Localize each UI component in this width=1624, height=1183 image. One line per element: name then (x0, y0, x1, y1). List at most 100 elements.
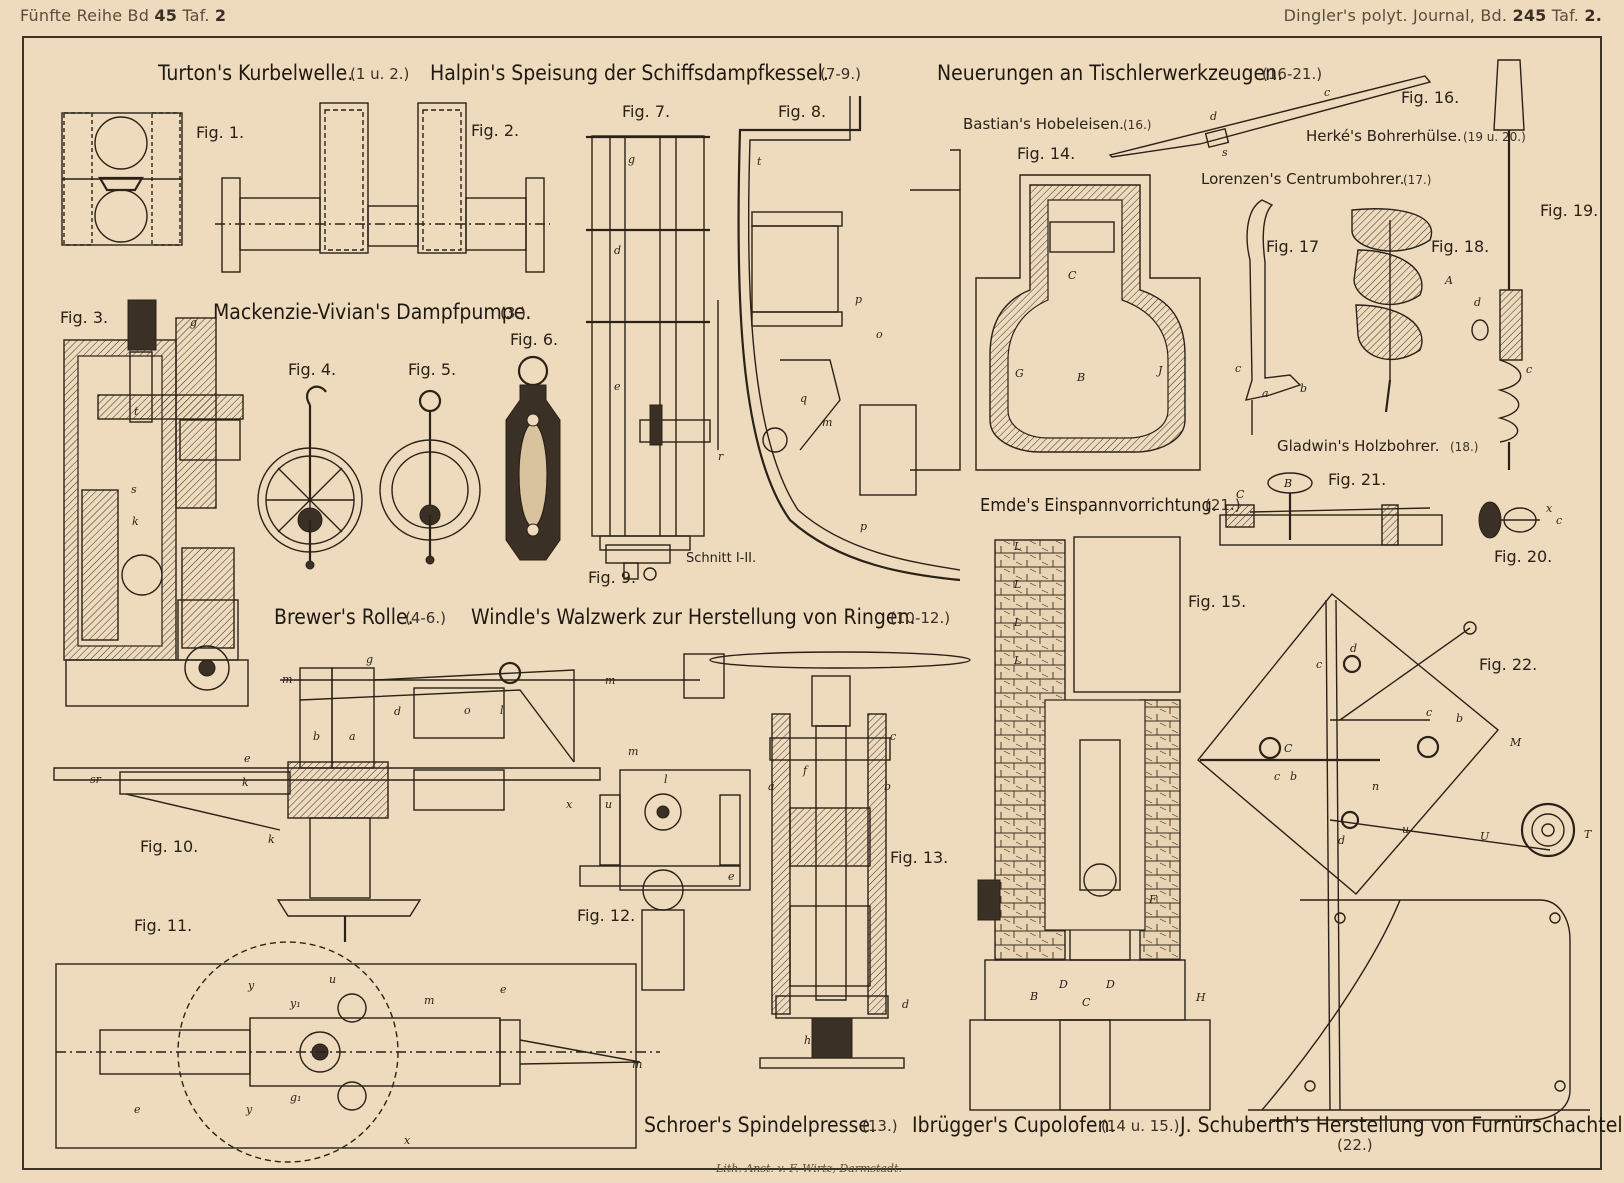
fig-label-4: Fig. 4. (288, 360, 336, 379)
title-neuerungen: Neuerungen an Tischlerwerkzeugen. (937, 61, 1283, 85)
fig17-letter-c: c (1235, 362, 1241, 375)
fig-label-19: Fig. 19. (1540, 201, 1598, 220)
header-right-taf-label: Taf. (1551, 6, 1580, 25)
title-halpin-range: (7-9.) (820, 65, 861, 83)
title-windle: Windle's Walzwerk zur Herstellung von Ri… (471, 605, 915, 629)
title-turton-range: (1 u. 2.) (350, 65, 409, 83)
title-ibrugger-range: (14 u. 15.) (1101, 1117, 1179, 1135)
fig14-letter-J: J (1156, 364, 1163, 377)
fig13-letter-c: c (890, 730, 896, 743)
subtitle-herke: Herké's Bohrerhülse. (1306, 127, 1462, 145)
fig7-letter-g: g (628, 153, 635, 166)
fig3-letter-g: g (190, 316, 197, 329)
title-neuerungen-range: (16-21.) (1262, 65, 1322, 83)
fig12-letter-l: l (664, 773, 668, 786)
fig14-letters: C B G J (1015, 269, 1163, 384)
fig1-crankshaft-end-view (61, 112, 183, 246)
fig11-letter-u: u (329, 973, 336, 986)
fig2-crankshaft-side-view (215, 102, 550, 273)
header-left-prefix: Fünfte Reihe Bd (20, 6, 150, 25)
title-mackenzie-range: (3.) (500, 304, 526, 322)
fig-label-22: Fig. 22. (1479, 655, 1537, 674)
fig-label-17: Fig. 17 (1266, 237, 1319, 256)
fig3-letter-s: s (131, 483, 137, 496)
fig16-plane-iron (1108, 75, 1432, 158)
subtitles: Bastian's Hobeleisen. (16.) Herké's Bohr… (686, 115, 1526, 566)
title-halpin: Halpin's Speisung der Schiffsdampfkessel… (430, 61, 829, 85)
fig8-letter-r: r (718, 450, 724, 463)
fig-label-3: Fig. 3. (60, 308, 108, 327)
tool-figure-letters: d c s A c a b d c x c (1210, 86, 1562, 527)
fig11-letter-y1: y₁ (289, 997, 301, 1010)
fig13-letter-f: f (802, 764, 809, 777)
fig10-letter-a: a (349, 730, 356, 743)
fig22-letter-b2: b (1290, 770, 1297, 783)
header-right-prefix: Dingler's polyt. Journal, Bd. (1283, 6, 1508, 25)
fig-label-13: Fig. 13. (890, 848, 948, 867)
subtitle-gladwin: Gladwin's Holzbohrer. (1277, 437, 1439, 455)
fig10-letter-k: k (242, 776, 249, 789)
fig15-letter-L4: L (1013, 654, 1021, 667)
fig22-letter-U: U (1480, 830, 1490, 843)
fig10-letter-o: o (464, 704, 471, 717)
title-windle-range: (10-12.) (890, 609, 950, 627)
fig22-letter-b1: b (1456, 712, 1463, 725)
fig18-auger (1351, 208, 1433, 413)
fig20-letter-x: x (1546, 502, 1553, 515)
fig8-letter-p2: p (860, 520, 867, 533)
fig10-rolling-mill (53, 653, 725, 942)
title-schroer-range: (13.) (862, 1117, 898, 1135)
fig12-letter-m: m (628, 745, 638, 758)
fig15-letter-D1: D (1058, 978, 1068, 991)
fig8-letter-q: q (800, 392, 807, 405)
fig11-letter-e: e (500, 983, 507, 996)
fig-label-9: Fig. 9. (588, 568, 636, 587)
header-left-taf: 2 (214, 6, 227, 25)
fig-label-18: Fig. 18. (1431, 237, 1489, 256)
fig22-letter-d1: d (1350, 642, 1357, 655)
fig5-pulley-eye (379, 389, 481, 565)
fig21-clamping-device (1219, 472, 1443, 546)
fig8-ship-hull (717, 96, 961, 582)
title-schuberth: J. Schuberth's Herstellung von Furnürsch… (1179, 1113, 1624, 1137)
plate-header-right: Dingler's polyt. Journal, Bd. 245 Taf. 2… (1284, 6, 1602, 25)
fig10-letters: m m g d o l b a e k k sr (90, 653, 615, 846)
fig19-letter-d: d (1474, 296, 1481, 309)
fig10-letter-d: d (394, 705, 401, 718)
fig21-letters: B C (1236, 477, 1292, 501)
fig7-letter-e: e (614, 380, 621, 393)
fig8-letter-t: t (757, 155, 762, 168)
fig-label-1: Fig. 1. (196, 123, 244, 142)
fig13-letter-b: b (884, 780, 891, 793)
fig-label-21: Fig. 21. (1328, 470, 1386, 489)
fig22-letter-n: n (1372, 780, 1379, 793)
fig-label-20: Fig. 20. (1494, 547, 1552, 566)
fig15-letter-D2: D (1105, 978, 1115, 991)
fig22-letter-M: M (1509, 736, 1522, 749)
fig7-feedwater-column (586, 135, 711, 551)
plate-header-left: Fünfte Reihe Bd 45 Taf. 2 (20, 6, 226, 25)
fig6-pulley-block (505, 355, 561, 561)
fig15-letter-L1: L (1013, 540, 1021, 553)
title-brewer-range: (4-6.) (405, 609, 446, 627)
fig12-letter-u: u (605, 798, 612, 811)
fig15-letter-H: H (1195, 991, 1206, 1004)
subtitle-lorenzen-range: (17.) (1403, 173, 1431, 187)
fig20-sleeve-detail (1478, 501, 1540, 539)
fig10-letter-k2: k (268, 833, 275, 846)
fig16-letter-d: d (1210, 110, 1217, 123)
fig-label-14: Fig. 14. (1017, 144, 1075, 163)
subtitle-bastian-range: (16.) (1123, 118, 1151, 132)
fig8-letters: t p o q m r p (718, 155, 883, 533)
subtitle-lorenzen: Lorenzen's Centrumbohrer. (1201, 170, 1404, 188)
fig21-letter-C: C (1236, 488, 1245, 501)
title-mackenzie: Mackenzie-Vivian's Dampfpumpe. (213, 300, 531, 324)
fig14-cupola-plan (975, 174, 1201, 471)
fig-label-6: Fig. 6. (510, 330, 558, 349)
fig11-letter-x: x (404, 1134, 411, 1147)
fig14-letter-C: C (1068, 269, 1077, 282)
fig11-mill-plan (55, 941, 660, 1163)
fig15-letter-L2: L (1013, 578, 1021, 591)
fig11-letter-y: y (247, 979, 255, 992)
